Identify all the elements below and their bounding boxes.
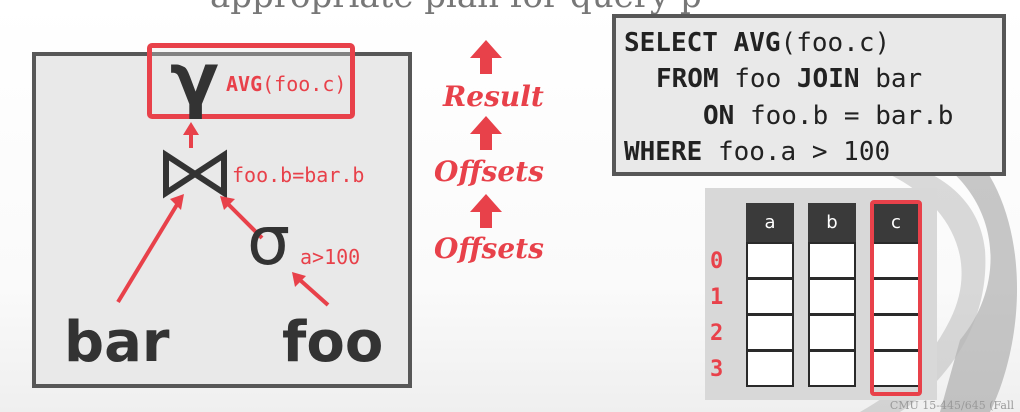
- sql-table-bar: bar: [875, 64, 923, 94]
- aggregate-gamma-symbol: γ: [170, 37, 220, 121]
- sql-keyword-select: SELECT: [624, 28, 718, 58]
- aggregate-label: AVG(foo.c): [226, 72, 346, 96]
- arrowhead-join-left: [170, 194, 184, 210]
- slide-title-fragment: appropriate plan for query p: [210, 0, 730, 16]
- label-offsets-lower: Offsets: [434, 232, 544, 265]
- row-index-2: 2: [710, 321, 724, 346]
- cell: [746, 314, 794, 351]
- edge-bar-to-join: [116, 201, 180, 304]
- cell: [808, 314, 856, 351]
- plan-edge-heads: [170, 122, 306, 287]
- sql-keyword-on: ON: [703, 101, 735, 131]
- column-header-b: b: [808, 203, 856, 243]
- sql-join-condition: foo.b = bar.b: [749, 101, 954, 131]
- cell: [746, 242, 794, 279]
- sql-keyword-join: JOIN: [796, 64, 860, 94]
- aggregate-arg: (foo.c): [262, 72, 347, 96]
- row-index-0: 0: [710, 249, 724, 274]
- row-index-3: 3: [710, 357, 724, 382]
- join-label: foo.b=bar.b: [232, 163, 365, 187]
- footer-course-label: CMU 15-445/645 (Fall: [889, 399, 1014, 412]
- join-bowtie-symbol: [163, 149, 227, 199]
- label-result: Result: [443, 80, 544, 113]
- cell: [872, 350, 920, 387]
- sql-keyword-where: WHERE: [624, 137, 703, 167]
- column-b: b: [808, 203, 856, 392]
- sql-where-condition: foo.a > 100: [717, 137, 891, 167]
- sql-query-box: SELECT AVG(foo.c) FROM foo JOIN bar ON f…: [612, 14, 1006, 176]
- cell: [746, 350, 794, 387]
- column-a: a: [746, 203, 794, 392]
- select-label: a>100: [300, 245, 361, 269]
- sql-avg-arg: (foo.c): [780, 28, 891, 58]
- up-arrow-result: [470, 40, 502, 74]
- column-c-highlight: [870, 200, 922, 396]
- sql-keyword-avg: AVG: [733, 28, 781, 58]
- sql-line-4: WHERE foo.a > 100: [624, 137, 890, 167]
- sql-line-2: FROM foo JOIN bar: [656, 64, 922, 94]
- column-header-a: a: [746, 203, 794, 243]
- label-offsets-upper: Offsets: [434, 155, 544, 188]
- flow-arrows: [470, 40, 502, 228]
- aggregate-highlight-box: [147, 43, 355, 119]
- sql-keyword-from: FROM: [656, 64, 719, 94]
- table-bar: bar: [64, 310, 170, 375]
- sql-line-3: ON foo.b = bar.b: [703, 101, 953, 131]
- column-header-c: c: [872, 203, 920, 243]
- arrowhead-join-right: [220, 196, 235, 210]
- cell: [808, 350, 856, 387]
- edge-select-to-join: [226, 202, 264, 240]
- up-arrow-offsets-1: [470, 116, 502, 150]
- table-foo: foo: [282, 310, 384, 375]
- query-plan-box: [32, 52, 412, 388]
- arrowhead-agg: [183, 122, 199, 135]
- plan-edges: [116, 132, 330, 307]
- cell: [872, 242, 920, 279]
- cell: [746, 278, 794, 315]
- aggregate-func: AVG: [226, 72, 263, 96]
- cell: [808, 278, 856, 315]
- arrowhead-select: [292, 272, 306, 287]
- up-arrow-offsets-2: [470, 194, 502, 228]
- sql-table-foo: foo: [734, 64, 782, 94]
- row-index-1: 1: [710, 285, 724, 310]
- edge-foo-to-select: [298, 278, 330, 307]
- column-c: c: [872, 203, 920, 392]
- cell: [808, 242, 856, 279]
- sql-line-1: SELECT AVG(foo.c): [624, 28, 890, 58]
- select-sigma-symbol: σ: [247, 202, 291, 281]
